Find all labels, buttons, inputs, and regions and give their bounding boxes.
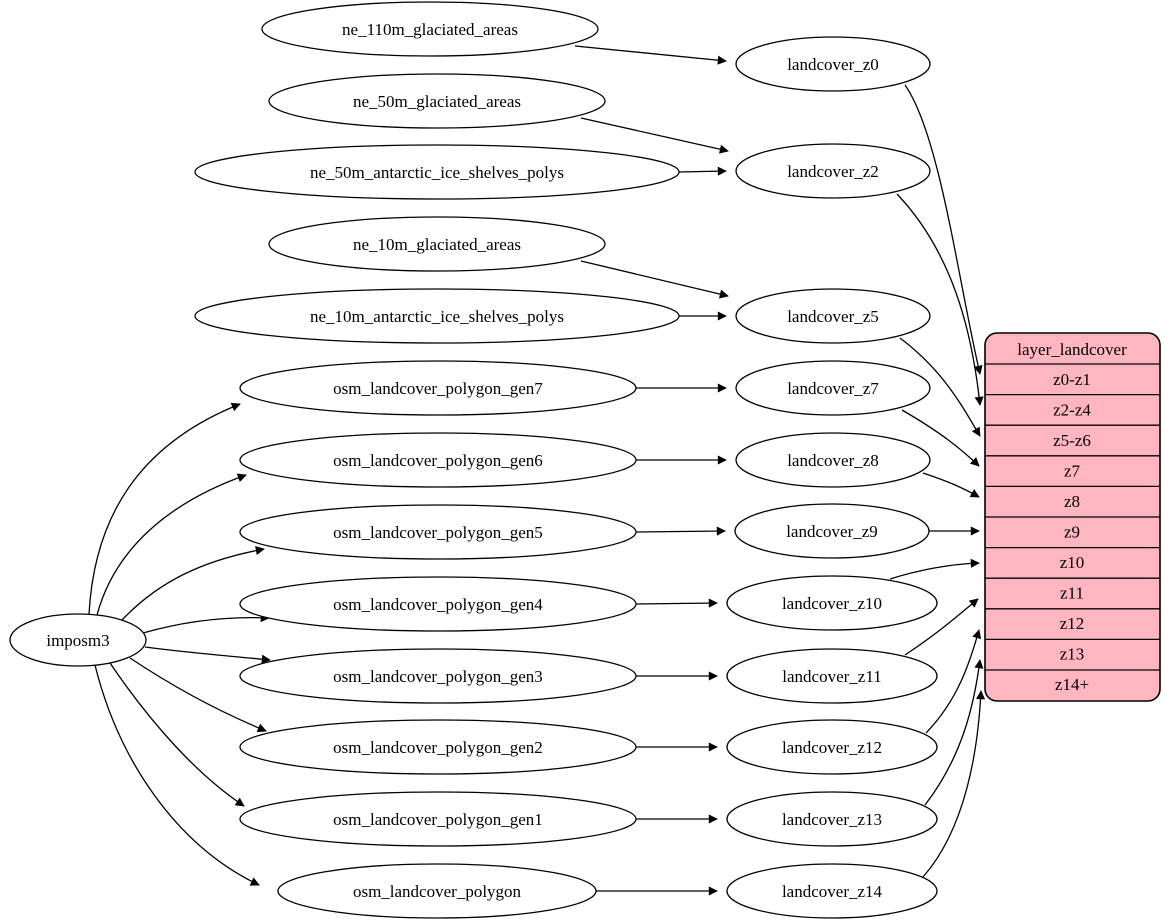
node-landcover-z7: landcover_z7 [735, 360, 931, 416]
node-osm-landcover-polygon-gen4: osm_landcover_polygon_gen4 [239, 576, 637, 632]
edge-landcover-z0-to-row-z0-z1 [904, 84, 983, 375]
edge-landcover-z13-to-row-z13 [924, 659, 984, 806]
node-ne-10m-glaciated-areas: ne_10m_glaciated_areas [268, 216, 606, 272]
node-osm-landcover-polygon-gen1: osm_landcover_polygon_gen1 [239, 791, 637, 847]
node-label: ne_50m_antarctic_ice_shelves_polys [310, 163, 564, 182]
edge-imposm3-to-osm-landcover-polygon-gen3 [144, 646, 271, 664]
node-label: ne_50m_glaciated_areas [353, 92, 521, 111]
node-landcover-z10: landcover_z10 [726, 575, 938, 631]
edge-landcover-z12-to-row-z12 [925, 629, 982, 734]
edge-landcover-z5-to-row-z5-z6 [899, 337, 981, 437]
edge-imposm3-to-osm-landcover-polygon-gen6 [96, 473, 247, 616]
table-row-z11: z11 [1060, 584, 1084, 603]
edge-landcover-z11-to-row-z11 [904, 598, 979, 656]
node-label: landcover_z0 [787, 55, 879, 74]
node-landcover-z12: landcover_z12 [726, 719, 938, 775]
node-label: landcover_z5 [787, 307, 879, 326]
node-label: imposm3 [46, 631, 109, 650]
node-osm-landcover-polygon-gen7: osm_landcover_polygon_gen7 [239, 360, 637, 416]
node-label: ne_10m_glaciated_areas [353, 235, 521, 254]
node-label: osm_landcover_polygon_gen4 [333, 595, 543, 614]
node-osm-landcover-polygon-gen3: osm_landcover_polygon_gen3 [239, 648, 637, 704]
node-imposm3: imposm3 [9, 613, 147, 667]
node-label: osm_landcover_polygon_gen2 [333, 738, 543, 757]
edge-imposm3-to-osm-landcover-polygon-gen1 [109, 662, 245, 807]
edge-layer [88, 45, 986, 896]
edge-ne-50m-glaciated-areas-to-landcover-z2 [580, 117, 729, 154]
edge-ne-110m-glaciated-areas-to-landcover-z0 [574, 45, 727, 65]
node-label: osm_landcover_polygon_gen7 [333, 379, 543, 398]
node-landcover-z0: landcover_z0 [735, 36, 931, 92]
node-label: landcover_z13 [782, 810, 882, 829]
node-label: landcover_z2 [787, 162, 879, 181]
edge-imposm3-to-osm-landcover-polygon-gen7 [88, 402, 241, 615]
node-label: landcover_z12 [782, 738, 882, 757]
table-row-z0-z1: z0-z1 [1053, 370, 1091, 389]
edge-landcover-z8-to-row-z8 [922, 472, 980, 498]
node-osm-landcover-polygon: osm_landcover_polygon [277, 863, 597, 919]
table-row-z10: z10 [1060, 553, 1085, 572]
table-row-z14: z14+ [1055, 675, 1089, 694]
table-row-z2-z4: z2-z4 [1053, 401, 1091, 420]
node-label: landcover_z10 [782, 594, 882, 613]
node-ne-110m-glaciated-areas: ne_110m_glaciated_areas [261, 1, 599, 57]
node-label: landcover_z7 [787, 379, 879, 398]
node-label: osm_landcover_polygon_gen5 [333, 523, 543, 542]
node-landcover-z13: landcover_z13 [726, 791, 938, 847]
edge-osm-landcover-polygon-gen5-to-landcover-z9 [635, 526, 726, 536]
table-title: layer_landcover [1017, 340, 1127, 359]
node-osm-landcover-polygon-gen5: osm_landcover_polygon_gen5 [239, 504, 637, 560]
edge-imposm3-to-osm-landcover-polygon-gen4 [142, 613, 270, 634]
edge-imposm3-to-osm-landcover-polygon-gen2 [129, 657, 267, 733]
node-label: landcover_z8 [787, 451, 879, 470]
node-landcover-z5: landcover_z5 [735, 288, 931, 344]
node-label: landcover_z14 [782, 882, 883, 901]
node-label: osm_landcover_polygon_gen1 [333, 810, 543, 829]
node-label: osm_landcover_polygon_gen6 [333, 451, 543, 470]
node-landcover-z8: landcover_z8 [735, 432, 931, 488]
edge-landcover-z10-to-row-z10 [889, 558, 980, 580]
table-layer-landcover: layer_landcover z0-z1 z2-z4 z5-z6 z7 z8 … [984, 332, 1161, 702]
node-label: osm_landcover_polygon [353, 882, 522, 901]
node-osm-landcover-polygon-gen2: osm_landcover_polygon_gen2 [239, 719, 637, 775]
node-label: landcover_z9 [786, 522, 878, 541]
node-landcover-z2: landcover_z2 [735, 143, 931, 199]
table-row-z5-z6: z5-z6 [1053, 431, 1091, 450]
edge-landcover-z7-to-row-z7 [901, 409, 980, 467]
table-row-z8: z8 [1064, 492, 1080, 511]
node-ne-50m-antarctic-ice-shelves-polys: ne_50m_antarctic_ice_shelves_polys [194, 144, 680, 200]
node-label: ne_110m_glaciated_areas [342, 20, 518, 39]
node-landcover-z9: landcover_z9 [734, 503, 930, 559]
node-label: ne_10m_antarctic_ice_shelves_polys [310, 307, 564, 326]
node-landcover-z14: landcover_z14 [726, 863, 938, 919]
table-row-z12: z12 [1060, 614, 1085, 633]
edge-imposm3-to-osm-landcover-polygon-gen5 [121, 546, 265, 621]
node-label: osm_landcover_polygon_gen3 [333, 667, 543, 686]
node-osm-landcover-polygon-gen6: osm_landcover_polygon_gen6 [239, 432, 637, 488]
node-landcover-z11: landcover_z11 [726, 648, 938, 704]
edge-osm-landcover-polygon-gen4-to-landcover-z10 [635, 598, 718, 608]
edge-landcover-z2-to-row-z2-z4 [896, 193, 984, 406]
node-label: landcover_z11 [782, 667, 881, 686]
table-row-z9: z9 [1064, 523, 1080, 542]
edge-landcover-z14-to-row-z14 [922, 690, 986, 878]
table-row-z7: z7 [1064, 462, 1081, 481]
node-ne-50m-glaciated-areas: ne_50m_glaciated_areas [268, 73, 606, 129]
edge-ne-10m-glaciated-areas-to-landcover-z5 [580, 260, 729, 299]
edge-ne-50m-antarctic-ice-shelves-polys-to-landcover-z2 [678, 166, 727, 176]
edge-imposm3-to-osm-landcover-polygon [94, 664, 260, 886]
table-row-z13: z13 [1060, 645, 1085, 664]
node-ne-10m-antarctic-ice-shelves-polys: ne_10m_antarctic_ice_shelves_polys [194, 288, 680, 344]
